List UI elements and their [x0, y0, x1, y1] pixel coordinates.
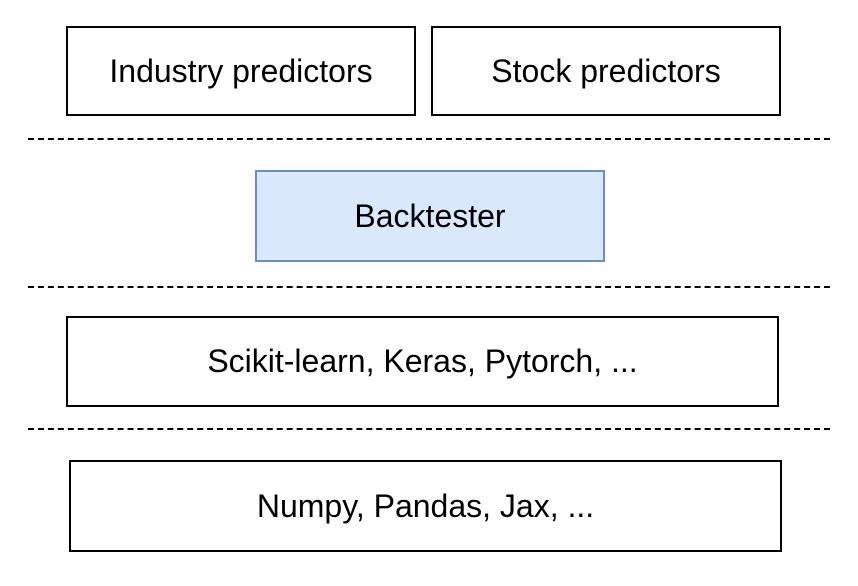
- base-libraries-label: Numpy, Pandas, Jax, ...: [256, 487, 595, 524]
- stock-predictors-label: Stock predictors: [491, 52, 721, 89]
- layer-separator-3: [28, 428, 830, 430]
- ml-frameworks-label: Scikit-learn, Keras, Pytorch, ...: [207, 343, 638, 379]
- layer-separator-2: [28, 286, 830, 288]
- ml-frameworks-box: Scikit-learn, Keras, Pytorch, ...: [66, 316, 779, 407]
- layer-separator-1: [28, 138, 830, 140]
- backtester-box: Backtester: [255, 170, 605, 262]
- base-libraries-box: Numpy, Pandas, Jax, ...: [69, 460, 782, 552]
- industry-predictors-box: Industry predictors: [66, 26, 416, 116]
- industry-predictors-label: Industry predictors: [109, 52, 373, 89]
- stock-predictors-box: Stock predictors: [431, 26, 781, 116]
- backtester-label: Backtester: [354, 197, 506, 234]
